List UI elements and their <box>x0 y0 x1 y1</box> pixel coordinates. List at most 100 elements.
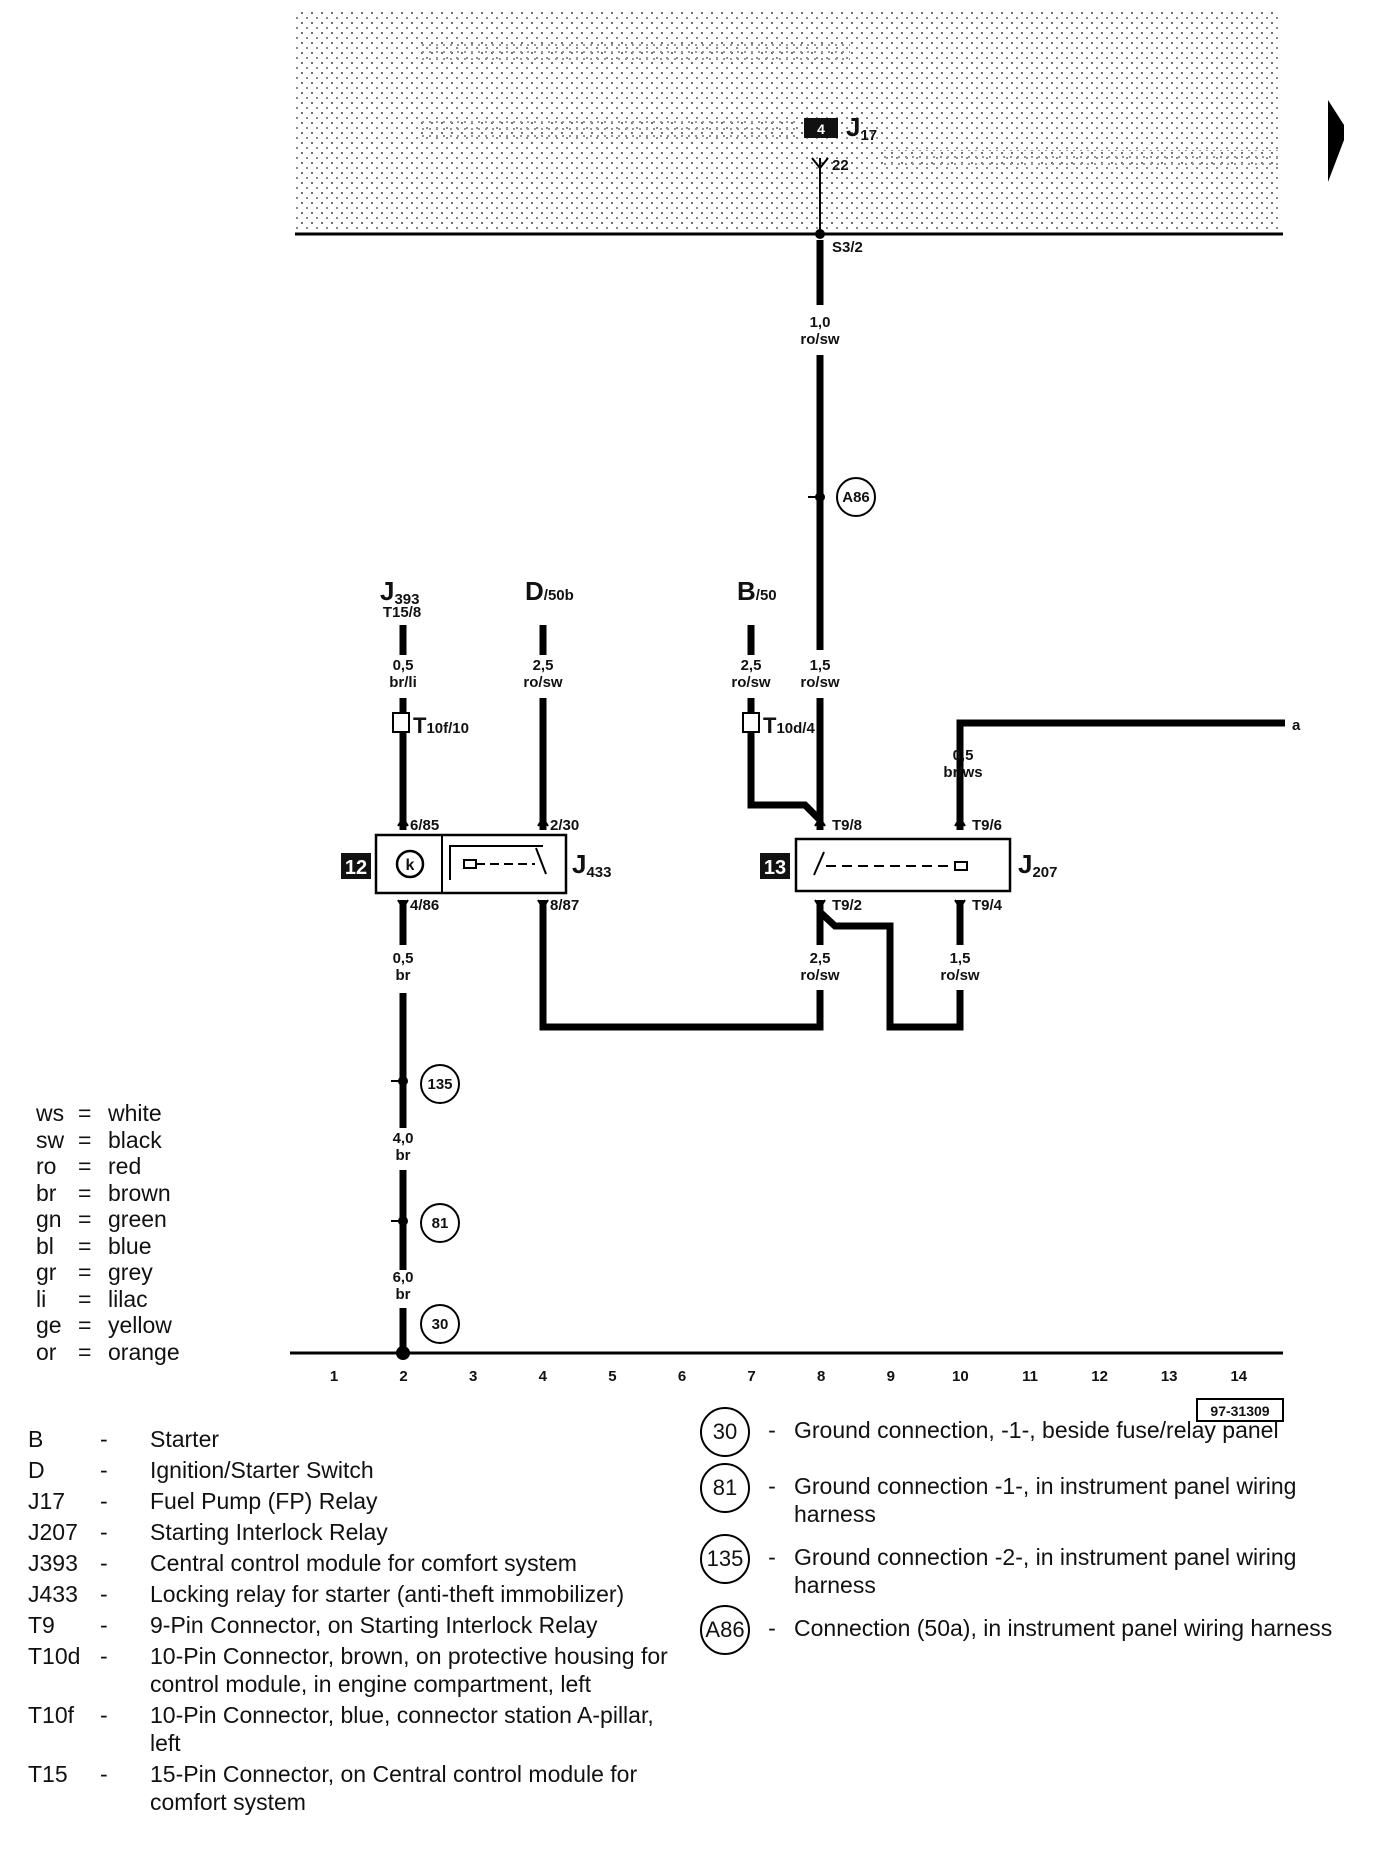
r12-out-color: br <box>396 967 411 984</box>
color-name: blue <box>108 1232 152 1259</box>
end-label-a: a <box>1292 717 1301 734</box>
color-legend-row: br=brown <box>36 1180 180 1207</box>
color-name: lilac <box>108 1285 148 1312</box>
component-legend-row: T10f-10-Pin Connector, blue, connector s… <box>28 1701 688 1757</box>
color-legend-row: ge=yellow <box>36 1312 180 1339</box>
color-code: gr <box>36 1259 57 1285</box>
component-description: Central control module for comfort syste… <box>150 1550 577 1576</box>
ground-30 <box>420 1304 460 1344</box>
legend-dash: - <box>100 1519 108 1545</box>
ground-30-label: 30 <box>432 1316 449 1333</box>
color-legend-row: ws = white <box>36 1100 180 1127</box>
ground-symbol: 135 <box>700 1534 750 1584</box>
relay-j207-label: J207 <box>1018 849 1058 881</box>
axis-tick-label: 5 <box>608 1368 616 1385</box>
component-legend-row: T9-9-Pin Connector, on Starting Interloc… <box>28 1611 688 1639</box>
axis-tick-label: 7 <box>747 1368 755 1385</box>
ground-legend-row: 135-Ground connection -2-, in instrument… <box>700 1534 1360 1599</box>
legend-dash: - <box>100 1457 108 1483</box>
component-description: Ignition/Starter Switch <box>150 1457 374 1483</box>
color-name: grey <box>108 1259 153 1285</box>
component-code: J17 <box>28 1488 66 1514</box>
component-description: Locking relay for starter (anti-theft im… <box>150 1581 625 1607</box>
component-description: 9-Pin Connector, on Starting Interlock R… <box>150 1612 598 1638</box>
color-legend-row: or=orange <box>36 1339 180 1366</box>
relay-j433-label: J433 <box>572 849 612 881</box>
equals-sign: = <box>78 1179 92 1206</box>
component-code: T10d <box>28 1643 81 1669</box>
color-name: brown <box>108 1179 171 1206</box>
gnd2-color: br <box>396 1286 411 1303</box>
color-name: yellow <box>108 1312 172 1338</box>
color-code: bl <box>36 1232 54 1259</box>
component-legend-row: J393-Central control module for comfort … <box>28 1549 688 1577</box>
component-code: T10f <box>28 1702 75 1728</box>
j17-number-box <box>804 118 838 138</box>
component-legend-row: B-Starter <box>28 1425 688 1453</box>
d-color: ro/sw <box>523 674 563 691</box>
equals-sign: = <box>78 1153 92 1179</box>
component-description: 10-Pin Connector, blue, connector statio… <box>150 1702 654 1756</box>
d-gauge: 2,5 <box>533 657 554 674</box>
ground-135-label: 135 <box>427 1076 452 1093</box>
equals-sign: = <box>78 1126 92 1153</box>
component-description: 15-Pin Connector, on Central control mod… <box>150 1761 638 1815</box>
component-code: J433 <box>28 1581 78 1607</box>
color-name: green <box>108 1206 167 1232</box>
component-legend-row: J17-Fuel Pump (FP) Relay <box>28 1487 688 1515</box>
j393-pin: T15/8 <box>383 604 421 621</box>
axis-tick-label: 4 <box>539 1368 548 1385</box>
continue-arrow-icon <box>1328 100 1344 182</box>
ground-legend-row: A86-Connection (50a), in instrument pane… <box>700 1605 1360 1655</box>
color-name: white <box>108 1100 162 1126</box>
legend-dash: - <box>768 1417 776 1443</box>
color-code: ws <box>36 1100 65 1126</box>
component-legend-row: T15-15-Pin Connector, on Central control… <box>28 1760 688 1816</box>
relay-12-number: 12 <box>345 857 367 879</box>
legend-dash: - <box>100 1612 108 1638</box>
axis-tick-label: 14 <box>1230 1368 1247 1385</box>
r13-pin-br: T9/4 <box>972 897 1003 914</box>
figure-id-box <box>1196 1398 1284 1422</box>
relay-12-number-box <box>341 853 371 879</box>
j17-pin: 22 <box>832 157 849 174</box>
color-name: orange <box>108 1338 180 1365</box>
legend-dash: - <box>768 1544 776 1570</box>
color-code: gn <box>36 1206 62 1232</box>
axis-tick-label: 6 <box>678 1368 686 1385</box>
component-code: D <box>28 1457 45 1483</box>
equals-sign: = <box>78 1100 92 1126</box>
component-code: J207 <box>28 1519 78 1545</box>
j207-out2-color: ro/sw <box>940 967 980 984</box>
component-legend-row: D - Ignition/Starter Switch <box>28 1456 688 1484</box>
b-color: ro/sw <box>731 674 771 691</box>
component-description: Starting Interlock Relay <box>150 1519 388 1545</box>
color-legend-row: li=lilac <box>36 1286 180 1313</box>
ground-81 <box>420 1203 460 1243</box>
t10f-connector-icon <box>392 712 410 733</box>
color-code: ro <box>36 1153 57 1179</box>
equals-sign: = <box>78 1259 92 1285</box>
component-code: J393 <box>28 1550 78 1576</box>
axis-tick-label: 3 <box>469 1368 477 1385</box>
legend-dash: - <box>100 1643 108 1669</box>
j207-out1-gauge: 2,5 <box>810 950 831 967</box>
gnd1-color: br <box>396 1147 411 1164</box>
d-label: D/50b <box>525 576 574 606</box>
legend-dash: - <box>768 1473 776 1499</box>
axis-tick-label: 10 <box>952 1368 969 1385</box>
gnd2-gauge: 6,0 <box>393 1269 414 1286</box>
b-label: B/50 <box>737 576 777 606</box>
j393-label: J393 <box>380 576 420 608</box>
ground-135 <box>420 1064 460 1104</box>
figure-id: 97-31309 <box>1210 1403 1269 1419</box>
axis-tick-label: 13 <box>1161 1368 1178 1385</box>
r12-pin-tl: 6/85 <box>410 817 439 834</box>
r13-pin-tr: T9/6 <box>972 817 1002 834</box>
main-top-color: ro/sw <box>800 331 840 348</box>
ground-legend: 30-Ground connection, -1-, beside fuse/r… <box>700 1407 1360 1661</box>
ground-legend-row: 30-Ground connection, -1-, beside fuse/r… <box>700 1407 1360 1457</box>
component-code: B <box>28 1426 44 1452</box>
